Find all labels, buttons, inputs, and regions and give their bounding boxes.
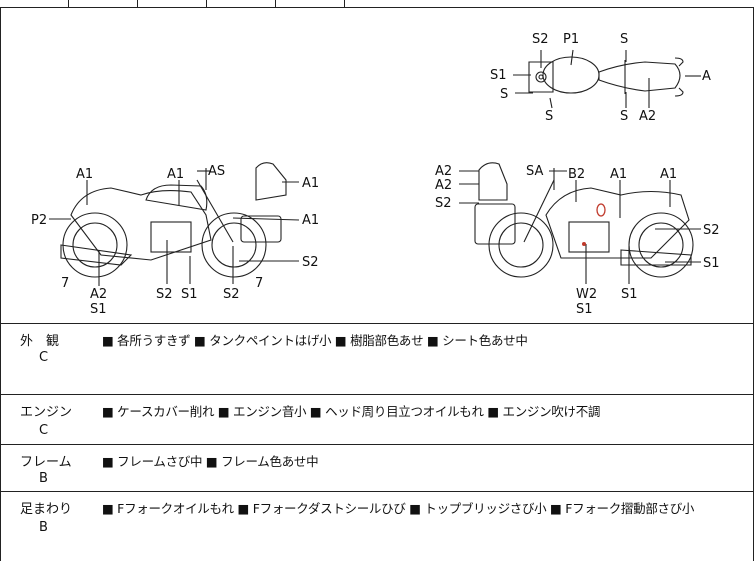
top-view-labels: S2 P1 S S1 S S S A2 A bbox=[490, 32, 711, 124]
strip-cell bbox=[0, 0, 69, 7]
part-label: A2 bbox=[435, 164, 452, 179]
part-label: 7 bbox=[255, 276, 263, 291]
part-label: A1 bbox=[610, 167, 627, 182]
part-label: A1 bbox=[302, 176, 319, 191]
part-label: S2 bbox=[435, 196, 452, 211]
condition-row-suspension: 足まわり B ■ Fフォークオイルもれ ■ Fフォークダストシールひび ■ トッ… bbox=[0, 492, 754, 561]
part-label: SA bbox=[526, 164, 543, 179]
part-label: A1 bbox=[660, 167, 677, 182]
part-label: A1 bbox=[167, 167, 184, 182]
part-label: P2 bbox=[31, 213, 47, 228]
part-label: S1 bbox=[621, 287, 638, 302]
part-label: S2 bbox=[302, 255, 319, 270]
part-label: A2 bbox=[435, 178, 452, 193]
strip-cell bbox=[275, 0, 345, 7]
part-label: S1 bbox=[490, 68, 507, 83]
condition-notes: ■ ケースカバー削れ ■ エンジン音小 ■ ヘッド周り目立つオイルもれ ■ エン… bbox=[102, 404, 601, 419]
part-label: A1 bbox=[76, 167, 93, 182]
part-label: A bbox=[702, 69, 711, 84]
left-view-labels: A1 A1 AS A1 A1 P2 7 A2 S1 S2 S1 S2 7 S2 bbox=[31, 164, 319, 317]
condition-notes: ■ フレームさび中 ■ フレーム色あせ中 bbox=[102, 454, 319, 469]
part-label: S2 bbox=[532, 32, 549, 47]
condition-row-exterior: 外 観 C ■ 各所うすきず ■ タンクペイントはげ小 ■ 樹脂部色あせ ■ シ… bbox=[0, 324, 754, 395]
damage-dot bbox=[582, 242, 586, 246]
leader-lines bbox=[49, 49, 701, 286]
part-label: S2 bbox=[703, 223, 720, 238]
part-label: A2 bbox=[90, 287, 107, 302]
condition-row-frame: フレーム B ■ フレームさび中 ■ フレーム色あせ中 bbox=[0, 445, 754, 492]
damage-mark bbox=[596, 203, 606, 217]
part-label: S2 bbox=[223, 287, 240, 302]
condition-notes: ■ Fフォークオイルもれ ■ Fフォークダストシールひび ■ トップブリッジさび… bbox=[102, 501, 695, 516]
part-label: S bbox=[620, 109, 628, 124]
damage-diagram: S2 P1 S S1 S S S A2 A A1 A1 AS A1 A1 P2 … bbox=[0, 8, 754, 324]
part-label: AS bbox=[208, 164, 225, 179]
part-label: W2 bbox=[576, 287, 597, 302]
condition-row-engine: エンジン C ■ ケースカバー削れ ■ エンジン音小 ■ ヘッド周り目立つオイル… bbox=[0, 395, 754, 445]
condition-grade: C bbox=[39, 423, 49, 438]
condition-grade: B bbox=[39, 520, 48, 535]
part-label: 7 bbox=[61, 276, 69, 291]
part-label: S bbox=[545, 109, 553, 124]
right-view-bike bbox=[474, 162, 694, 278]
part-label: S2 bbox=[156, 287, 173, 302]
top-view-bike bbox=[528, 56, 684, 97]
condition-label: エンジン bbox=[20, 405, 73, 420]
part-label: S1 bbox=[181, 287, 198, 302]
part-label: B2 bbox=[568, 167, 585, 182]
condition-notes: ■ 各所うすきず ■ タンクペイントはげ小 ■ 樹脂部色あせ ■ シート色あせ中 bbox=[102, 333, 528, 348]
condition-grade: C bbox=[39, 350, 49, 365]
part-label: S1 bbox=[703, 256, 720, 271]
left-view-bike bbox=[60, 162, 287, 278]
part-label: A1 bbox=[302, 213, 319, 228]
part-label: S1 bbox=[576, 302, 593, 317]
part-label: A2 bbox=[639, 109, 656, 124]
part-label: S1 bbox=[90, 302, 107, 317]
strip-cell bbox=[206, 0, 276, 7]
motorcycle-diagram: S2 P1 S S1 S S S A2 A A1 A1 AS A1 A1 P2 … bbox=[31, 32, 720, 317]
condition-grade: B bbox=[39, 471, 48, 486]
part-label: S bbox=[620, 32, 628, 47]
part-label: P1 bbox=[563, 32, 579, 47]
strip-cell bbox=[68, 0, 138, 7]
top-table-strip bbox=[0, 0, 754, 8]
condition-label: 外 観 bbox=[20, 334, 60, 349]
condition-label: フレーム bbox=[20, 455, 72, 470]
condition-label: 足まわり bbox=[20, 502, 73, 517]
right-view-labels: A2 A2 S2 SA B2 A1 A1 S2 S1 W2 S1 S1 bbox=[435, 164, 720, 317]
part-label: S bbox=[500, 87, 508, 102]
strip-cell bbox=[137, 0, 207, 7]
